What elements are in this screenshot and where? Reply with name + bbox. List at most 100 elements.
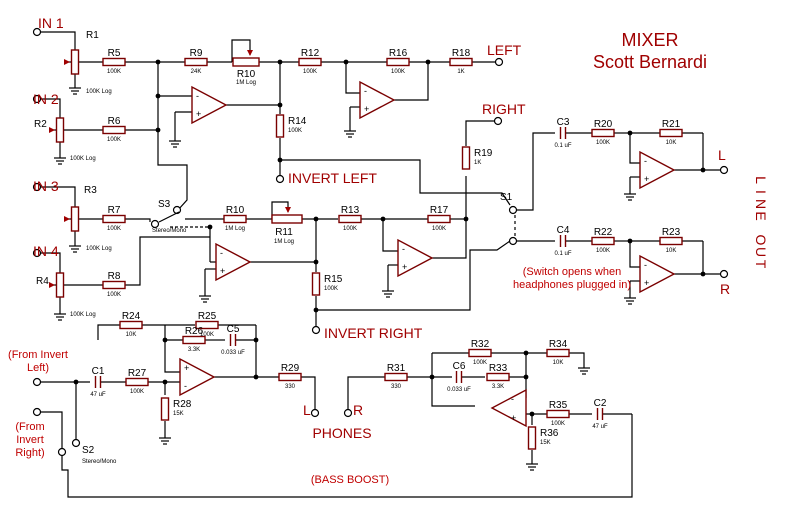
wire <box>301 376 316 410</box>
opamp <box>215 242 252 282</box>
value-R22: 100K <box>596 248 610 254</box>
opamp-pin: - <box>402 244 405 254</box>
label-phones-l: L <box>303 402 311 418</box>
resistor-R5 <box>102 57 126 67</box>
resistor-R34 <box>546 348 570 358</box>
resistor-R15 <box>311 272 321 296</box>
label-R33: R33 <box>489 363 508 374</box>
label-invert-right: INVERT RIGHT <box>324 325 423 341</box>
label-R28: R28 <box>173 399 192 410</box>
switch-S2-contact <box>57 447 67 457</box>
value-R9: 24K <box>191 69 202 75</box>
label-C5: C5 <box>227 324 240 335</box>
note-switch: (Switch opens when <box>523 266 621 278</box>
label-R12: R12 <box>301 48 320 59</box>
resistor-R32 <box>468 348 492 358</box>
value-R21: 10K <box>666 140 677 146</box>
label-R31: R31 <box>387 363 406 374</box>
right-terminal <box>493 116 503 126</box>
wire <box>40 186 76 207</box>
resistor-R20 <box>591 128 615 138</box>
label-in4: IN 4 <box>33 243 59 259</box>
resistor-R36 <box>527 426 537 450</box>
wire <box>40 252 61 273</box>
value-R35: 100K <box>551 421 565 427</box>
switch-S3-common <box>150 219 160 229</box>
label-R2: R2 <box>34 119 47 130</box>
label-R35: R35 <box>549 400 568 411</box>
resistor-R23 <box>659 236 683 246</box>
value-C5: 0.033 uF <box>221 350 245 356</box>
label-line-out: T <box>753 260 769 269</box>
line-out-r-terminal <box>719 269 729 279</box>
junction-dot <box>700 167 706 173</box>
junction-dot <box>162 379 168 385</box>
bass-input-terminal <box>32 407 42 417</box>
wiper-arrow-icon <box>49 282 55 288</box>
wire <box>40 411 63 448</box>
label-R23: R23 <box>662 227 681 238</box>
resistor-R17 <box>427 214 451 224</box>
wire <box>125 236 210 286</box>
junction-dot <box>313 216 319 222</box>
value-R4: 100K Log <box>70 312 96 318</box>
value-R34: 10K <box>553 360 564 366</box>
value-R7: 100K <box>107 226 121 232</box>
wire <box>125 218 151 222</box>
value-R13: 100K <box>343 226 357 232</box>
resistor-R8 <box>102 280 126 290</box>
opamp-pin: - <box>364 86 367 96</box>
junction-dot <box>207 224 213 230</box>
value-R19: 1K <box>474 160 481 166</box>
note-bass-boost: (BASS BOOST) <box>311 474 389 486</box>
opamp <box>359 80 396 120</box>
label-R26: R26 <box>185 326 204 337</box>
switch-S1-contact <box>508 236 518 246</box>
label-R27: R27 <box>128 368 147 379</box>
value-R31: 330 <box>391 384 402 390</box>
opamp-pin: + <box>644 278 649 288</box>
note-switch: headphones plugged in) <box>513 279 631 291</box>
label-invert-left: INVERT LEFT <box>288 170 377 186</box>
value-R26: 3.3K <box>188 347 200 353</box>
note-from-invert-left: Left) <box>27 362 49 374</box>
wire <box>345 62 360 94</box>
resistor-R18 <box>449 57 473 67</box>
label-right: RIGHT <box>482 101 526 117</box>
value-R33: 3.3K <box>492 384 504 390</box>
label-R15: R15 <box>324 274 343 285</box>
value-R25: 100K <box>200 332 214 338</box>
label-line-l: L <box>718 147 726 163</box>
label-R5: R5 <box>108 48 121 59</box>
potentiometer-R1 <box>70 49 80 75</box>
label-R21: R21 <box>662 119 681 130</box>
label-S1: S1 <box>500 192 513 203</box>
value-R20: 100K <box>596 140 610 146</box>
wire <box>164 325 180 373</box>
label-R22: R22 <box>594 227 613 238</box>
value-C1: 47 uF <box>90 392 106 398</box>
label-R10: R10 <box>237 69 256 80</box>
wire <box>157 62 188 211</box>
resistor-R10 <box>223 214 247 224</box>
label-R24: R24 <box>122 311 141 322</box>
phones-l-terminal <box>310 408 320 418</box>
opamp-pin: - <box>644 260 647 270</box>
opamp-pin: + <box>196 109 201 119</box>
label-C1: C1 <box>92 366 105 377</box>
potentiometer-R11 <box>271 214 303 224</box>
wire <box>97 324 120 340</box>
value-R1: 100K Log <box>86 89 112 95</box>
resistor-R19 <box>461 146 471 170</box>
potentiometer-R3 <box>70 206 80 232</box>
wire <box>316 240 511 311</box>
label-R6: R6 <box>108 116 121 127</box>
value-R28: 15K <box>173 411 184 417</box>
junction-dot <box>253 337 259 343</box>
phones-r-terminal <box>343 408 353 418</box>
label-R34: R34 <box>549 339 568 350</box>
label-line-out: E <box>753 211 769 220</box>
bass-input-terminal <box>32 377 42 387</box>
note-from-invert-right: (From <box>15 421 44 433</box>
